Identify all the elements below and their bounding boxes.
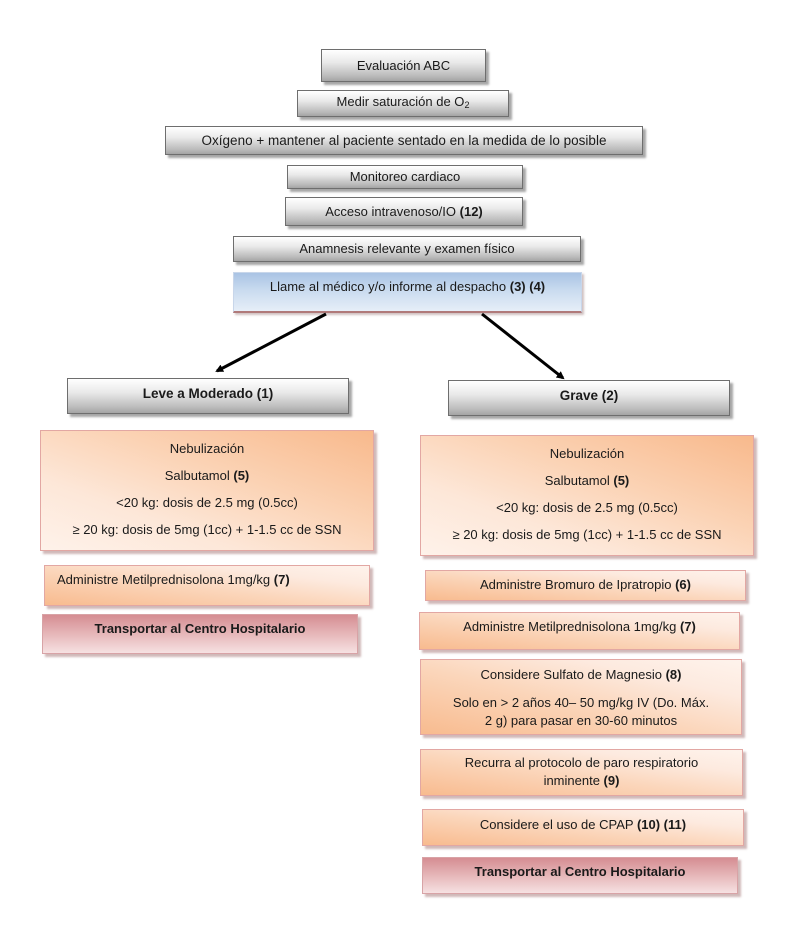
grave-salbutamol-text: Salbutamol xyxy=(544,472,614,488)
leve-nebulizacion-box: Nebulización Salbutamol (5) <20 kg: dosi… xyxy=(40,430,374,551)
arrow-to-leve xyxy=(215,312,327,373)
grave-metil-text: Administre Metilprednisolona 1mg/kg xyxy=(463,619,680,634)
grave-nebulizacion-box: Nebulización Salbutamol (5) <20 kg: dosi… xyxy=(420,435,754,556)
leve-metil-text: Administre Metilprednisolona 1mg/kg xyxy=(57,572,274,587)
grave-metilprednisolona-box: Administre Metilprednisolona 1mg/kg (7) xyxy=(419,612,740,650)
step-medir-saturacion: Medir saturación de O2 xyxy=(297,90,509,117)
branch-leve-moderado-label: Leve a Moderado (1) xyxy=(142,386,274,401)
step-anamnesis-label: Anamnesis relevante y examen físico xyxy=(299,241,515,256)
grave-cpap-box: Considere el uso de CPAP (10) (11) xyxy=(422,809,744,846)
grave-nebulizacion-title: Nebulización xyxy=(549,445,625,461)
grave-magnesio-detail-1: Solo en > 2 años 40– 50 mg/kg IV (Do. Má… xyxy=(452,695,710,710)
grave-recurra-text: inminente xyxy=(543,773,604,788)
leve-salbutamol: Salbutamol (5) xyxy=(165,468,250,484)
step-llame-text: Llame al médico y/o informe al despacho xyxy=(269,279,510,294)
grave-cpap-text: Considere el uso de CPAP xyxy=(479,817,637,832)
step-acceso-text: Acceso intravenoso/IO xyxy=(325,203,460,219)
branch-leve-moderado: Leve a Moderado (1) xyxy=(67,378,349,414)
step-monitoreo-cardiaco: Monitoreo cardiaco xyxy=(287,165,523,189)
step-llame-medico: Llame al médico y/o informe al despacho … xyxy=(233,272,582,313)
grave-bromuro-box: Administre Bromuro de Ipratropio (6) xyxy=(425,570,746,601)
step-oxigeno-label: Oxígeno + mantener al paciente sentado e… xyxy=(201,132,607,148)
reference-3-4: (3) (4) xyxy=(509,279,546,294)
step-oxigeno: Oxígeno + mantener al paciente sentado e… xyxy=(165,126,643,155)
step-llame-medico-label: Llame al médico y/o informe al despacho … xyxy=(270,279,545,295)
step-acceso-intravenoso: Acceso intravenoso/IO (12) xyxy=(285,197,523,226)
leve-dose-low: <20 kg: dosis de 2.5 mg (0.5cc) xyxy=(116,495,298,511)
reference-8: (8) xyxy=(665,667,682,682)
branch-grave-label: Grave (2) xyxy=(559,388,619,403)
grave-magnesio-title: Considere Sulfato de Magnesio (8) xyxy=(481,667,682,683)
grave-magnesio-box: Considere Sulfato de Magnesio (8) Solo e… xyxy=(420,659,742,735)
reference-6: (6) xyxy=(675,577,691,592)
step-evaluacion-abc-label: Evaluación ABC xyxy=(356,57,451,73)
step-medir-saturacion-label: Medir saturación de O2 xyxy=(337,94,470,113)
reference-12: (12) xyxy=(459,203,483,219)
leve-transport-box: Transportar al Centro Hospitalario xyxy=(42,614,358,654)
reference-7: (7) xyxy=(273,572,290,587)
branch-grave: Grave (2) xyxy=(448,380,730,416)
grave-magnesio-text: Considere Sulfato de Magnesio xyxy=(480,667,666,682)
leve-transport-label: Transportar al Centro Hospitalario xyxy=(94,621,306,636)
grave-dose-high: ≥ 20 kg: dosis de 5mg (1cc) + 1-1.5 cc d… xyxy=(452,527,722,543)
leve-metilprednisolona-label: Administre Metilprednisolona 1mg/kg (7) xyxy=(57,572,290,588)
leve-metilprednisolona-box: Administre Metilprednisolona 1mg/kg (7) xyxy=(44,565,370,606)
oxygen-subscript: 2 xyxy=(464,100,470,110)
grave-metilprednisolona-label: Administre Metilprednisolona 1mg/kg (7) xyxy=(463,619,696,635)
grave-magnesio-detail-2: 2 g) para pasar en 30-60 minutos xyxy=(484,713,678,728)
grave-salbutamol: Salbutamol (5) xyxy=(545,473,630,489)
step-evaluacion-abc: Evaluación ABC xyxy=(321,49,486,82)
grave-transport-box: Transportar al Centro Hospitalario xyxy=(422,857,738,894)
reference-5: (5) xyxy=(613,472,630,488)
grave-bromuro-text: Administre Bromuro de Ipratropio xyxy=(480,577,676,592)
reference-7: (7) xyxy=(679,619,696,634)
step-medir-saturacion-text: Medir saturación de O xyxy=(336,94,465,109)
grave-recurra-line1: Recurra al protocolo de paro respiratori… xyxy=(464,755,699,770)
reference-5: (5) xyxy=(233,467,250,483)
grave-dose-low: <20 kg: dosis de 2.5 mg (0.5cc) xyxy=(496,500,678,516)
arrow-to-grave xyxy=(481,312,565,380)
leve-salbutamol-text: Salbutamol xyxy=(164,467,234,483)
grave-recurra-line2: inminente (9) xyxy=(544,773,620,789)
step-anamnesis: Anamnesis relevante y examen físico xyxy=(233,236,581,262)
grave-cpap-label: Considere el uso de CPAP (10) (11) xyxy=(480,817,686,833)
leve-dose-high: ≥ 20 kg: dosis de 5mg (1cc) + 1-1.5 cc d… xyxy=(72,522,342,538)
step-acceso-intravenoso-label: Acceso intravenoso/IO (12) xyxy=(325,204,483,220)
grave-bromuro-label: Administre Bromuro de Ipratropio (6) xyxy=(480,577,691,593)
step-monitoreo-cardiaco-label: Monitoreo cardiaco xyxy=(349,169,461,184)
grave-transport-label: Transportar al Centro Hospitalario xyxy=(474,864,686,879)
grave-recurra-box: Recurra al protocolo de paro respiratori… xyxy=(420,749,743,796)
reference-10-11: (10) (11) xyxy=(636,817,687,832)
leve-nebulizacion-title: Nebulización xyxy=(169,440,245,456)
reference-9: (9) xyxy=(603,773,620,788)
